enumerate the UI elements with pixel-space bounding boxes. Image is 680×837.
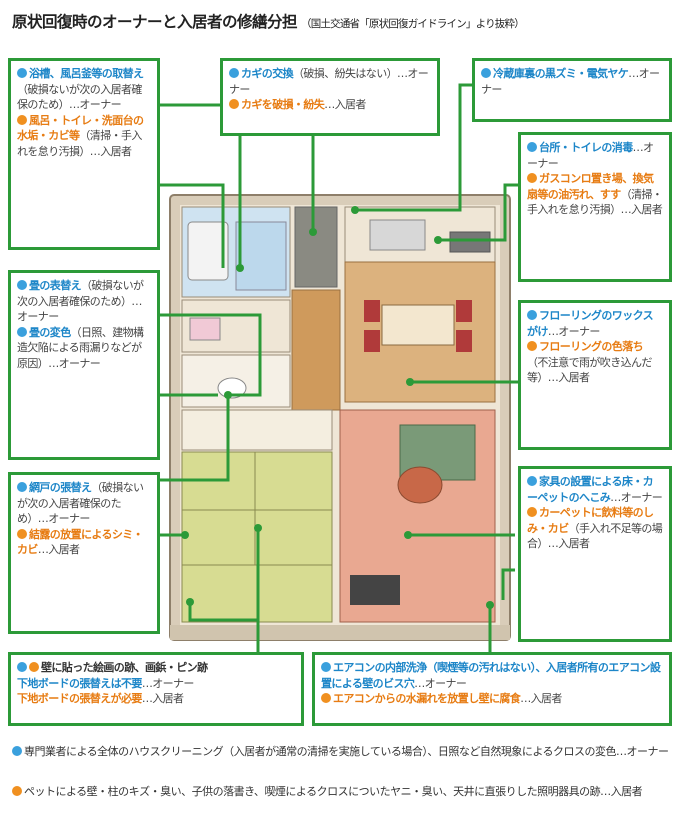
callout-tatami: 畳の表替え（破損ないが次の入居者確保のため）…オーナー 畳の変色（日照、建物構造… xyxy=(8,270,160,460)
owner-bullet-icon xyxy=(229,68,239,78)
aircon-owner-item: エアコンの内部洗浄（喫煙等の汚れはない）、入居者所有のエアコン設置による壁のビス… xyxy=(321,661,661,690)
tenant-bullet-icon xyxy=(17,528,27,539)
wall-owner-item: 下地ボードの張替えは不要…オーナー xyxy=(17,676,194,690)
tenant-bullet-icon xyxy=(29,662,39,672)
bathtub xyxy=(187,221,229,281)
aircon-tenant-item: エアコンからの水漏れを放置し壁に腐食…入居者 xyxy=(321,691,663,707)
tenant-bullet-icon xyxy=(17,114,27,125)
screen-owner-item: 網戸の張替え（破損ないが次の入居者確保のため）…オーナー xyxy=(17,481,144,525)
fridge-owner-item: 冷蔵庫裏の黒ズミ・電気ヤケ…オーナー xyxy=(481,67,660,96)
callout-wall: 壁に貼った絵画の跡、画鋲・ピン跡 下地ボードの張替えは不要…オーナー 下地ボード… xyxy=(8,652,304,726)
chair xyxy=(364,330,380,352)
callout-flooring: フローリングのワックスがけ…オーナー フローリングの色落ち（不注意で雨が吹き込ん… xyxy=(518,300,672,450)
tenant-bullet-icon xyxy=(527,173,537,183)
source-note: （国土交通省「原状回復ガイドライン」より抜粋） xyxy=(301,18,525,30)
callout-furniture: 家具の設置による床・カーペットのへこみ…オーナー カーペットに飲料等のしみ・カビ… xyxy=(518,466,672,642)
round-table xyxy=(397,466,443,504)
owner-bullet-icon xyxy=(17,280,27,290)
callout-kitchen: 台所・トイレの消毒…オーナー ガスコンロ置き場、換気扇等の油汚れ、すす（清掃・手… xyxy=(518,132,672,282)
owner-bullet-icon xyxy=(481,68,491,78)
owner-bullet-icon xyxy=(17,482,27,492)
callout-aircon: エアコンの内部洗浄（喫煙等の汚れはない）、入居者所有のエアコン設置による壁のビス… xyxy=(312,652,672,726)
entrance xyxy=(294,206,338,288)
closet xyxy=(181,409,333,451)
tenant-bullet-icon xyxy=(229,99,239,109)
chair xyxy=(456,330,472,352)
key-owner-item: カギの交換（破損、紛失はない）…オーナー xyxy=(229,67,429,96)
wall-tenant-item: 下地ボードの張替えが必要…入居者 xyxy=(17,692,184,705)
owner-bullet-icon xyxy=(17,662,27,672)
chair xyxy=(364,300,380,322)
tenant-bullet-icon xyxy=(527,341,537,351)
dining-table xyxy=(381,304,455,346)
kitchen-owner-item: 台所・トイレの消毒…オーナー xyxy=(527,141,654,170)
owner-bullet-icon xyxy=(12,746,22,756)
owner-bullet-icon xyxy=(527,310,537,320)
washbasin xyxy=(189,317,221,341)
flooring-tenant-item: フローリングの色落ち（不注意で雨が吹き込んだ等）…入居者 xyxy=(527,340,652,384)
chair xyxy=(456,300,472,322)
tenant-bullet-icon xyxy=(527,507,537,517)
owner-bullet-icon xyxy=(321,662,331,672)
tatami-owner-item-1: 畳の表替え（破損ないが次の入居者確保のため）…オーナー xyxy=(17,279,144,323)
shower-area xyxy=(235,221,287,291)
owner-bullet-icon xyxy=(527,142,537,152)
tatami-owner-item-2: 畳の変色（日照、建物構造欠陥による雨漏りなどが原因）…オーナー xyxy=(17,325,144,370)
balcony xyxy=(170,625,510,640)
owner-bullet-icon xyxy=(17,326,27,337)
connector-lines xyxy=(160,83,518,655)
hallway-floor xyxy=(291,289,341,411)
furniture-owner-item: 家具の設置による床・カーペットのへこみ…オーナー xyxy=(527,475,663,504)
callout-screen: 網戸の張替え（破損ないが次の入居者確保のため）…オーナー 結露の放置によるシミ・… xyxy=(8,472,160,634)
owner-bullet-icon xyxy=(527,476,537,486)
wall-heading: 壁に貼った絵画の跡、画鋲・ピン跡 xyxy=(17,660,295,676)
key-tenant-item: カギを破損・紛失…入居者 xyxy=(229,97,431,113)
callout-fridge: 冷蔵庫裏の黒ズミ・電気ヤケ…オーナー xyxy=(472,58,672,122)
screen-tenant-item: 結露の放置によるシミ・カビ…入居者 xyxy=(17,527,144,556)
furniture-tenant-item: カーペットに飲料等のしみ・カビ（手入れ不足等の場合）…入居者 xyxy=(527,506,663,550)
sink xyxy=(369,219,426,251)
flooring-owner-item: フローリングのワックスがけ…オーナー xyxy=(527,309,654,338)
kitchen-tenant-item: ガスコンロ置き場、換気扇等の油汚れ、すす（清掃・手入れを怠り汚損）…入居者 xyxy=(527,172,663,216)
gas-stove xyxy=(449,231,491,253)
owner-bullet-icon xyxy=(17,68,27,78)
callout-key: カギの交換（破損、紛失はない）…オーナー カギを破損・紛失…入居者 xyxy=(220,58,440,136)
tenant-bullet-icon xyxy=(12,786,22,796)
footer-tenant-note: ペットによる壁・柱のキズ・臭い、子供の落書き、喫煙によるクロスについたヤニ・臭い… xyxy=(12,784,672,800)
page-title: 原状回復時のオーナーと入居者の修繕分担（国土交通省「原状回復ガイドライン」より抜… xyxy=(12,13,525,31)
tv-stand xyxy=(350,575,400,605)
connector-dots xyxy=(181,206,494,609)
bath-tenant-item: 風呂・トイレ・洗面台の水垢・カビ等（清掃・手入れを怠り汚損）…入居者 xyxy=(17,113,144,158)
bath-owner-item: 浴槽、風呂釜等の取替え（破損ないが次の入居者確保のため）…オーナー xyxy=(17,67,144,111)
callout-bath: 浴槽、風呂釜等の取替え（破損ないが次の入居者確保のため）…オーナー 風呂・トイレ… xyxy=(8,58,160,250)
footer-owner-note: 専門業者による全体のハウスクリーニング（入居者が通常の清掃を実施している場合）、… xyxy=(12,744,672,760)
tenant-bullet-icon xyxy=(321,693,331,703)
